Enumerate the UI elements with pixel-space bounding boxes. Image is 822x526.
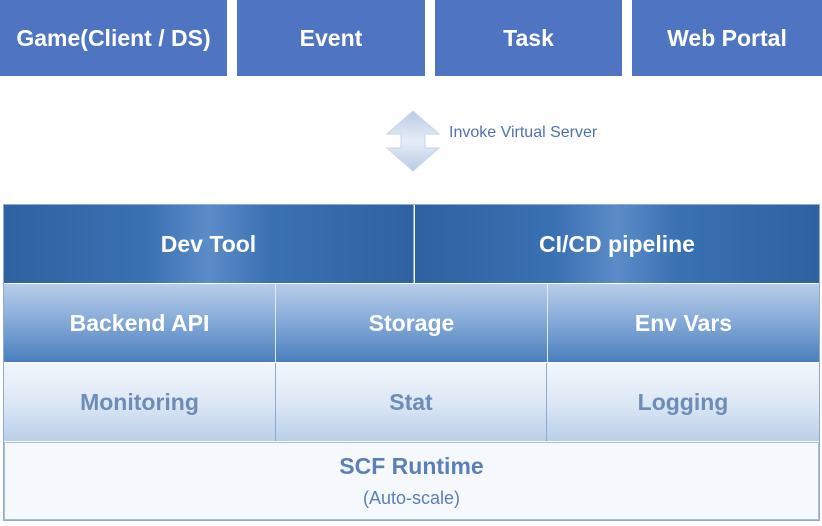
scf-runtime-box: SCF Runtime (Auto-scale) [4,442,819,520]
monitoring-label: Monitoring [80,388,199,415]
double-arrow-icon [385,110,441,172]
client-event: Event [237,0,425,76]
backend-api-label: Backend API [69,309,210,336]
client-web-portal: Web Portal [632,0,822,76]
stat-label: Stat [389,388,433,415]
client-game: Game(Client / DS) [0,0,227,76]
client-game-label: Game(Client / DS) [16,24,211,51]
monitoring-box: Monitoring [4,363,276,441]
scf-runtime-title: SCF Runtime [339,453,484,479]
backend-api-box: Backend API [4,284,276,362]
stat-box: Stat [276,363,547,441]
logging-box: Logging [547,363,819,441]
env-vars-box: Env Vars [548,284,819,362]
dev-tool-box: Dev Tool [4,205,414,283]
cicd-pipeline-label: CI/CD pipeline [539,230,695,257]
client-web-portal-label: Web Portal [667,24,787,51]
storage-label: Storage [368,309,455,336]
storage-box: Storage [276,284,548,362]
cicd-pipeline-box: CI/CD pipeline [415,205,819,283]
client-event-label: Event [299,24,363,51]
invoke-label: Invoke Virtual Server [449,124,598,141]
client-task: Task [435,0,622,76]
logging-label: Logging [637,388,729,415]
scf-runtime-subtitle: (Auto-scale) [362,488,461,508]
client-task-label: Task [503,24,554,51]
env-vars-label: Env Vars [634,309,733,336]
dev-tool-label: Dev Tool [160,230,257,257]
